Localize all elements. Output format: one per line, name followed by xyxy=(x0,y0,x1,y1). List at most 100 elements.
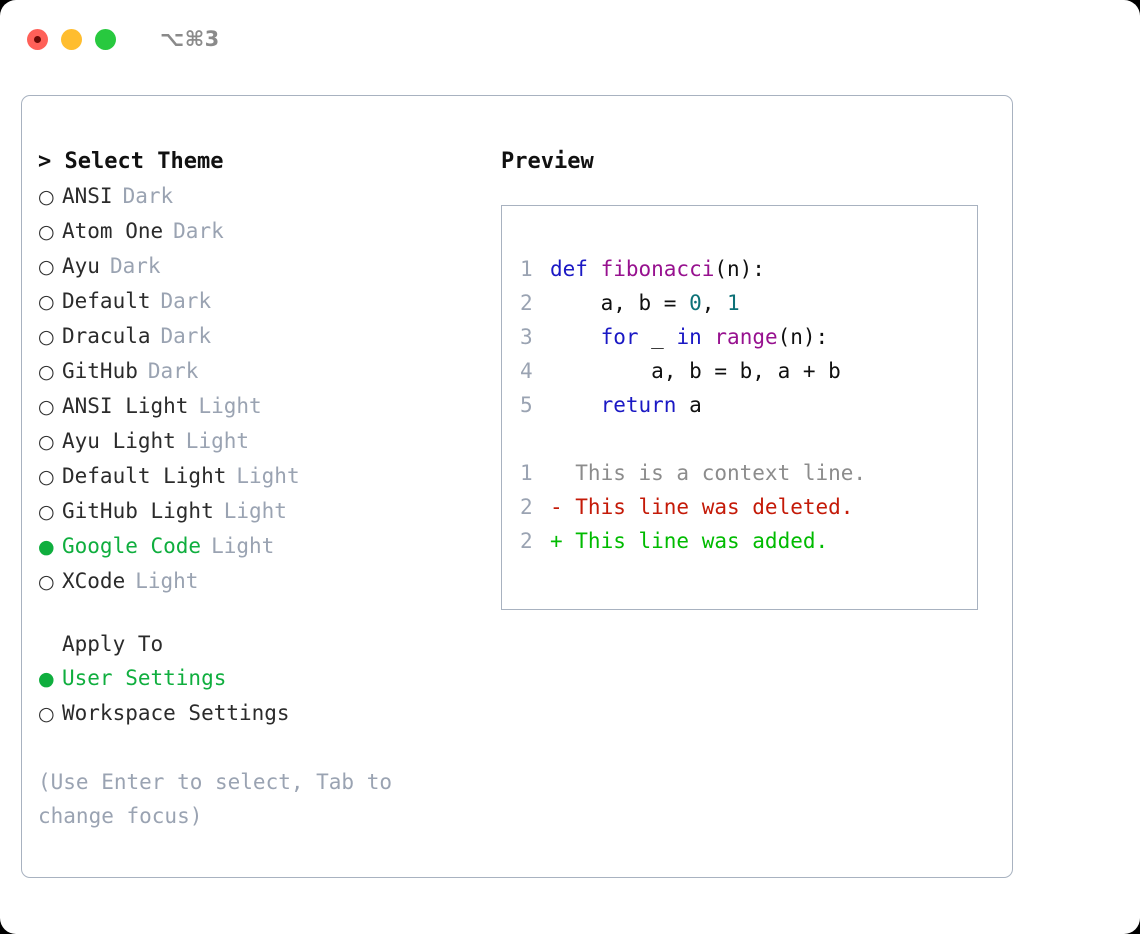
diff-line: 2 - This line was deleted. xyxy=(520,490,969,524)
code-line-text: a, b = b, a + b xyxy=(550,354,841,388)
theme-option-kind-badge: Light xyxy=(198,394,262,418)
theme-option-label: Google Code xyxy=(62,534,202,558)
code-token-txt xyxy=(550,393,601,417)
theme-option-ansi-light[interactable]: ○ ANSI Light Light xyxy=(38,389,508,424)
code-line-text: for _ in range(n): xyxy=(550,320,829,354)
theme-option-github-light[interactable]: ○ GitHub Light Light xyxy=(38,494,508,529)
code-token-txt: , xyxy=(701,291,728,315)
code-token-txt: a, b = b, a + b xyxy=(550,359,841,383)
code-token-fn: fibonacci xyxy=(600,257,715,281)
apply-to-heading: Apply To xyxy=(62,632,164,656)
theme-option-label: Atom One xyxy=(62,219,164,243)
spacer xyxy=(38,731,508,765)
apply-to-option-label: User Settings xyxy=(62,666,227,690)
radio-unselected-icon: ○ xyxy=(38,361,55,383)
line-number: 2 xyxy=(520,291,533,315)
radio-unselected-icon: ○ xyxy=(38,396,55,418)
code-token-kw: for xyxy=(600,325,639,349)
close-button-icon[interactable] xyxy=(27,28,48,50)
code-line: 3 for _ in range(n): xyxy=(520,320,969,354)
radio-unselected-icon: ○ xyxy=(38,326,55,348)
theme-option-atom-one[interactable]: ○ Atom One Dark xyxy=(38,214,508,249)
code-token-num: 1 xyxy=(727,291,740,315)
theme-option-kind-badge: Dark xyxy=(122,184,174,208)
prompt-caret-icon: > xyxy=(38,149,52,174)
diff-line-text-ctx: This is a context line. xyxy=(550,461,867,485)
apply-to-option-workspace-settings[interactable]: ○ Workspace Settings xyxy=(38,696,508,731)
apply-to-option-label: Workspace Settings xyxy=(62,701,290,725)
code-line-text: def fibonacci(n): xyxy=(550,252,765,286)
diff-line: 2 + This line was added. xyxy=(520,524,969,558)
apply-to-option-user-settings[interactable]: ● User Settings xyxy=(38,661,508,696)
theme-option-ayu[interactable]: ○ Ayu Dark xyxy=(38,249,508,284)
theme-option-kind-badge: Light xyxy=(211,534,275,558)
theme-option-label: ANSI xyxy=(62,184,113,208)
theme-option-label: Dracula xyxy=(62,324,151,348)
diff-sample: 1 This is a context line. 2 - This line wa… xyxy=(520,456,969,558)
theme-option-kind-badge: Dark xyxy=(173,219,224,243)
radio-unselected-icon: ○ xyxy=(38,256,55,278)
radio-selected-icon: ● xyxy=(38,536,55,558)
line-number: 2 xyxy=(520,495,533,519)
code-line-text: a, b = 0, 1 xyxy=(550,286,740,320)
code-token-txt xyxy=(702,325,715,349)
line-number: 3 xyxy=(520,325,533,349)
code-token-txt: (n): xyxy=(714,257,765,281)
theme-option-label: Ayu xyxy=(62,254,100,278)
theme-option-kind-badge: Dark xyxy=(160,324,212,348)
theme-option-dracula[interactable]: ○ Dracula Dark xyxy=(38,319,508,354)
code-token-txt: a, b = xyxy=(550,291,690,315)
keyboard-hint-text: (Use Enter to select, Tab to change focu… xyxy=(38,770,405,828)
title-bar: ⌥⌘3 xyxy=(0,0,1140,78)
select-theme-title: Select Theme xyxy=(64,149,224,174)
radio-unselected-icon: ○ xyxy=(38,501,55,523)
minimize-button-icon[interactable] xyxy=(61,28,82,50)
preview-heading: Preview xyxy=(501,149,594,174)
theme-option-label: ANSI Light xyxy=(62,394,189,418)
code-line-text: return a xyxy=(550,388,702,422)
theme-option-label: Ayu Light xyxy=(62,429,176,453)
code-token-num: 0 xyxy=(689,291,702,315)
theme-option-ansi[interactable]: ○ ANSI Dark xyxy=(38,179,508,214)
radio-selected-icon: ● xyxy=(38,668,55,690)
theme-option-google-code[interactable]: ● Google Code Light xyxy=(38,529,508,564)
window-controls xyxy=(27,28,116,50)
code-line: 5 return a xyxy=(520,388,969,422)
maximize-button-icon[interactable] xyxy=(95,28,116,50)
theme-option-kind-badge: Dark xyxy=(109,254,161,278)
diff-line-text-del: - This line was deleted. xyxy=(550,495,854,519)
radio-unselected-icon: ○ xyxy=(38,703,55,725)
theme-option-label: GitHub xyxy=(62,359,138,383)
code-token-txt: a xyxy=(676,393,702,417)
code-line: 2 a, b = 0, 1 xyxy=(520,286,969,320)
theme-option-label: GitHub Light xyxy=(62,499,214,523)
line-number: 5 xyxy=(520,393,533,417)
code-token-kw: def xyxy=(550,257,601,281)
theme-option-kind-badge: Light xyxy=(223,499,287,523)
keyboard-shortcut-label: ⌥⌘3 xyxy=(160,27,220,51)
diff-line: 1 This is a context line. xyxy=(520,456,969,490)
theme-option-kind-badge: Light xyxy=(135,569,199,593)
apply-to-list: ● User Settings ○ Workspace Settings xyxy=(38,661,508,731)
radio-unselected-icon: ○ xyxy=(38,186,55,208)
theme-option-label: XCode xyxy=(62,569,126,593)
line-number: 2 xyxy=(520,529,533,553)
radio-unselected-icon: ○ xyxy=(38,221,55,243)
spacer xyxy=(38,599,508,627)
diff-line-text-add: + This line was added. xyxy=(550,529,829,553)
code-line: 4 a, b = b, a + b xyxy=(520,354,969,388)
line-number: 4 xyxy=(520,359,533,383)
theme-option-kind-badge: Dark xyxy=(160,289,212,313)
code-token-kw: in xyxy=(676,325,702,349)
